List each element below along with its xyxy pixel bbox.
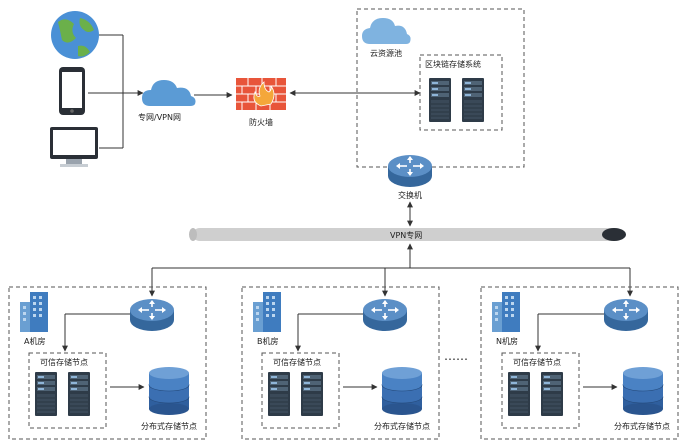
room-name: B机房 — [257, 336, 279, 346]
server-icon — [267, 371, 291, 417]
blockchain-system-label: 区块链存储系统 — [425, 59, 481, 69]
server-icon — [67, 371, 91, 417]
router-icon — [603, 298, 649, 332]
vpn-cloud-label: 专网/VPN网 — [138, 112, 181, 122]
globe-icon — [51, 11, 99, 59]
server-icon — [300, 371, 324, 417]
database-icon — [381, 366, 423, 416]
room-b: B机房 可信存储节点 分布式存储节点 — [241, 286, 440, 440]
vpn-pipe — [189, 228, 626, 241]
firewall-icon — [236, 78, 286, 110]
phone-icon — [59, 67, 85, 115]
server-icon — [540, 371, 564, 417]
trusted-node-label: 可信存储节点 — [273, 357, 321, 367]
server-icon — [507, 371, 531, 417]
router-icon — [362, 298, 408, 332]
server-icon — [461, 77, 485, 123]
trusted-node-label: 可信存储节点 — [513, 357, 561, 367]
cloud-icon — [142, 80, 196, 106]
cloud-pool-box — [356, 8, 525, 168]
database-icon — [622, 366, 664, 416]
distributed-node-label: 分布式存储节点 — [141, 421, 197, 431]
room-n: N机房 可信存储节点 分布式存储节点 — [480, 286, 679, 440]
switch-label: 交换机 — [398, 190, 422, 200]
ellipsis: …… — [444, 349, 468, 363]
server-icon — [34, 371, 58, 417]
router-icon — [387, 154, 433, 188]
monitor-icon — [50, 127, 98, 167]
server-icon — [428, 77, 452, 123]
vpn-distribution — [149, 243, 633, 297]
trusted-node-label: 可信存储节点 — [40, 357, 88, 367]
building-icon — [253, 292, 281, 332]
router-icon — [129, 298, 175, 332]
room-name: N机房 — [496, 336, 518, 346]
database-icon — [148, 366, 190, 416]
room-name: A机房 — [24, 336, 45, 346]
vpn-net-label: VPN专网 — [390, 230, 422, 240]
distributed-node-label: 分布式存储节点 — [614, 421, 670, 431]
firewall-label: 防火墙 — [249, 117, 273, 127]
blockchain-system-box — [419, 54, 503, 131]
distributed-node-label: 分布式存储节点 — [374, 421, 430, 431]
building-icon — [492, 292, 520, 332]
device-connector — [88, 34, 144, 149]
building-icon — [20, 292, 48, 332]
cloud-icon — [362, 18, 411, 44]
room-a: A机房 可信存储节点 分布式存储节点 — [8, 286, 207, 440]
cloud-pool-label: 云资源池 — [370, 48, 402, 58]
